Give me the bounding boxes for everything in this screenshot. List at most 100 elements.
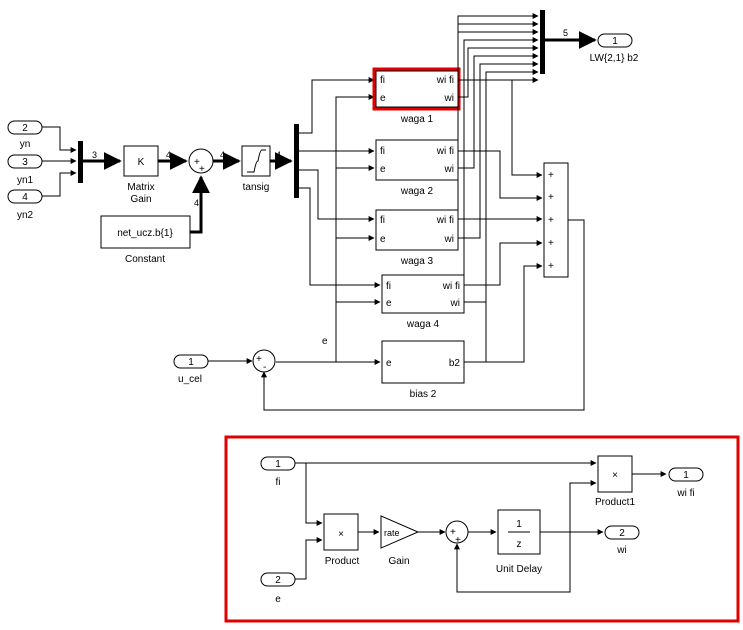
constant-label: Constant (125, 254, 165, 265)
subsystem-highlight (224, 435, 740, 623)
waga-4-block[interactable]: fi e wi fi wi waga 4 (381, 274, 465, 330)
sub-gain-block[interactable]: rate Gain (380, 515, 420, 567)
sub-outport-wi-label: wi (616, 545, 626, 556)
sub-sum-plus-2: + (455, 535, 461, 546)
waga-2-out-wifi: wi fi (436, 146, 454, 157)
sum5-plus-2: + (548, 192, 554, 203)
sub-outport-wi-number: 2 (619, 528, 625, 539)
waga-1-in-e: e (380, 93, 386, 104)
bias-2-in-e: e (386, 358, 392, 369)
sub-inport-e-label: e (275, 594, 281, 605)
waga-3-out-wi: wi (444, 234, 454, 245)
outport-lw-label: LW{2,1} b2 (590, 53, 639, 64)
waga-1-block[interactable]: fi e wi fi wi waga 1 (375, 70, 459, 125)
waga-1-out-wifi: wi fi (436, 75, 454, 86)
sub-inport-e-number: 2 (275, 575, 281, 586)
sub-outport-wifi[interactable]: 1 wi fi (668, 467, 704, 499)
sub-sum[interactable]: + + (445, 520, 469, 546)
inport-yn2[interactable]: 4 yn2 (7, 189, 43, 221)
matrix-gain-block[interactable]: K Matrix Gain (123, 145, 159, 205)
sum-five-inputs[interactable]: + + + + + (543, 162, 569, 278)
sum-error[interactable]: + - (252, 349, 276, 373)
sub-product-label: Product (325, 556, 360, 567)
waga-2-label: waga 2 (400, 186, 434, 197)
inport-yn1-number: 3 (22, 157, 28, 168)
sum5-plus-4: + (548, 238, 554, 249)
waga-3-block[interactable]: fi e wi fi wi waga 3 (375, 209, 459, 267)
sub-sum-plus-1: + (450, 527, 456, 538)
width-const-out: 4 (194, 198, 199, 208)
sub-unit-delay-den: z (517, 539, 522, 550)
constant-value: net_ucz.b{1} (117, 228, 173, 239)
inport-u-cel-label: u_cel (178, 374, 202, 385)
outport-lw-b2[interactable]: 1 LW{2,1} b2 (590, 33, 639, 64)
inport-yn[interactable]: 2 yn (7, 120, 43, 150)
waga-2-out-wi: wi (444, 164, 454, 175)
inport-yn2-number: 4 (22, 192, 28, 203)
sub-gain-label: Gain (388, 556, 409, 567)
inport-yn1[interactable]: 3 yn1 (7, 154, 43, 186)
sub-inport-fi-label: fi (276, 477, 281, 488)
sub-unit-delay-block[interactable]: 1 z Unit Delay (496, 509, 542, 575)
waga-3-out-wifi: wi fi (436, 215, 454, 226)
waga-2-block[interactable]: fi e wi fi wi waga 2 (375, 139, 459, 197)
bias-2-label: bias 2 (410, 389, 437, 400)
inport-yn-label: yn (20, 139, 31, 150)
inport-yn2-label: yn2 (17, 210, 34, 221)
sum-error-minus: - (263, 362, 266, 373)
inport-u-cel[interactable]: 1 u_cel (173, 354, 209, 385)
sub-outport-wifi-label: wi fi (676, 488, 694, 499)
sub-inport-fi[interactable]: 1 fi (260, 456, 296, 488)
width-tansig-out: 4 (276, 150, 281, 160)
waga-1-highlight (372, 67, 461, 111)
sum-top-plus-2: + (199, 164, 205, 175)
width-mux-out: 5 (563, 28, 568, 38)
demux-hidden[interactable] (294, 124, 299, 198)
inport-yn1-label: yn1 (17, 175, 34, 186)
waga-4-in-e: e (386, 298, 392, 309)
tansig-label: tansig (243, 182, 270, 193)
sub-product1-label: Product1 (595, 497, 635, 508)
bias-2-block[interactable]: e b2 bias 2 (381, 340, 465, 400)
waga-4-label: waga 4 (406, 319, 440, 330)
waga-1-in-fi: fi (380, 75, 385, 86)
waga-3-in-fi: fi (380, 215, 385, 226)
sub-unit-delay-num: 1 (516, 519, 522, 530)
matrix-gain-label-2: Gain (130, 194, 151, 205)
waga-2-in-fi: fi (380, 146, 385, 157)
sum-top[interactable]: + + (188, 148, 214, 175)
sum5-plus-3: + (548, 215, 554, 226)
waga-1-out-wi: wi (444, 93, 454, 104)
inport-yn-number: 2 (22, 123, 28, 134)
sub-product1-symbol: × (612, 470, 618, 481)
sub-inport-fi-number: 1 (275, 459, 281, 470)
error-signal-label: e (322, 336, 328, 347)
outport-lw-number: 1 (612, 36, 618, 47)
bias-2-out-b2: b2 (449, 358, 461, 369)
width-gain-out: 4 (166, 150, 171, 160)
sub-product-symbol: × (338, 529, 344, 540)
matrix-gain-symbol: K (138, 157, 145, 168)
width-mux-in: 3 (92, 150, 97, 160)
mux-outputs[interactable] (540, 10, 545, 74)
mux-inputs[interactable] (78, 141, 83, 183)
sum-error-plus: + (256, 354, 262, 365)
tansig-block[interactable]: tansig (241, 145, 271, 193)
matrix-gain-label-1: Matrix (127, 182, 154, 193)
waga-3-label: waga 3 (400, 256, 434, 267)
waga-2-in-e: e (380, 164, 386, 175)
sub-outport-wi[interactable]: 2 wi (604, 525, 640, 556)
sub-inport-e[interactable]: 2 e (260, 572, 296, 605)
constant-block[interactable]: net_ucz.b{1} Constant (100, 215, 191, 265)
sub-product-block[interactable]: × Product (323, 513, 360, 567)
sub-product1-block[interactable]: × Product1 (595, 455, 635, 508)
sum5-plus-1: + (548, 170, 554, 181)
waga-3-in-e: e (380, 234, 386, 245)
waga-1-label: waga 1 (400, 114, 434, 125)
inport-u-cel-number: 1 (188, 357, 194, 368)
width-sum-out: 4 (220, 150, 225, 160)
waga-4-out-wi: wi (450, 298, 460, 309)
sum-top-plus-1: + (194, 157, 200, 168)
sub-outport-wifi-number: 1 (683, 470, 689, 481)
